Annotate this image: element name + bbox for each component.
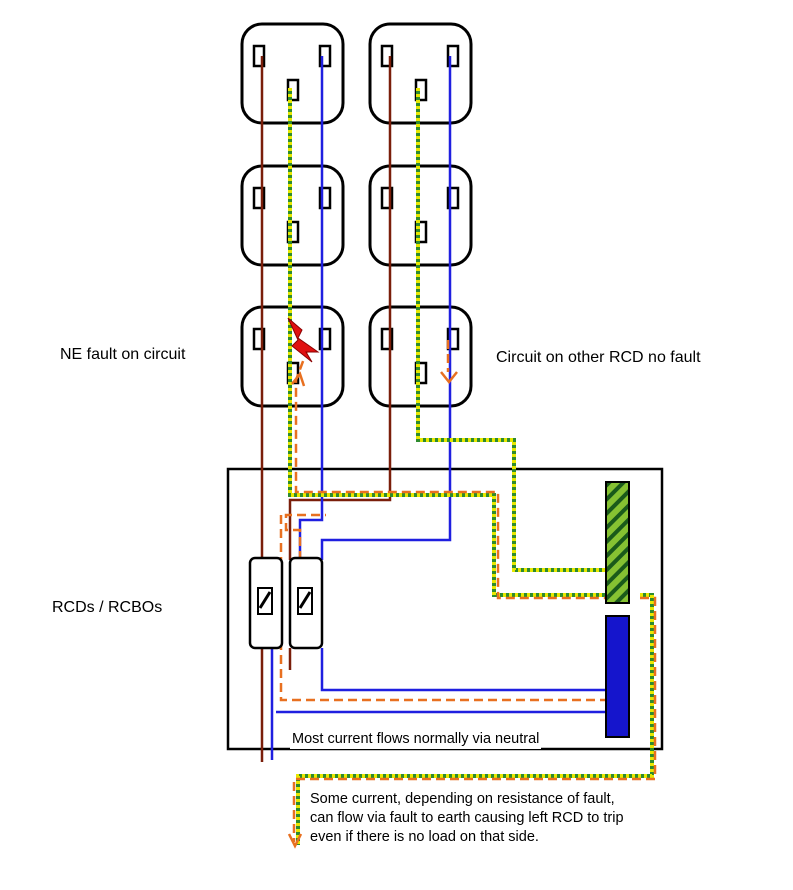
fault-flow-note: Some current, depending on resistance of… <box>310 790 624 847</box>
other-rcd-label: Circuit on other RCD no fault <box>496 349 701 366</box>
consumer-unit-box <box>226 467 664 751</box>
earth-bar-icon <box>605 481 630 604</box>
fault-current-path <box>279 340 657 842</box>
socket-outlet-icon <box>240 22 345 125</box>
neutral-flow-note: Most current flows normally via neutral <box>290 730 542 749</box>
fault-flow-note-line: even if there is no load on that side. <box>310 829 539 845</box>
socket-outlet-icon <box>240 164 345 267</box>
rcd-units <box>248 556 324 650</box>
socket-pins <box>252 44 460 385</box>
ne-fault-label: NE fault on circuit <box>60 346 186 363</box>
earth-conductors <box>288 88 654 845</box>
socket-outlets <box>240 22 473 408</box>
socket-outlet-icon <box>240 305 345 408</box>
socket-outlet-icon <box>368 305 473 408</box>
path-arrows <box>287 371 458 849</box>
fault-spark-icon <box>287 317 320 363</box>
socket-outlet-icon <box>368 164 473 267</box>
rcds-label: RCDs / RCBOs <box>52 599 163 616</box>
live-conductors <box>260 56 392 762</box>
neutral-conductors <box>270 56 606 760</box>
fault-flow-note-line: Some current, depending on resistance of… <box>310 791 615 807</box>
fault-flow-note-line: can flow via fault to earth causing left… <box>310 810 624 826</box>
neutral-bar-icon <box>605 615 630 738</box>
socket-outlet-icon <box>368 22 473 125</box>
